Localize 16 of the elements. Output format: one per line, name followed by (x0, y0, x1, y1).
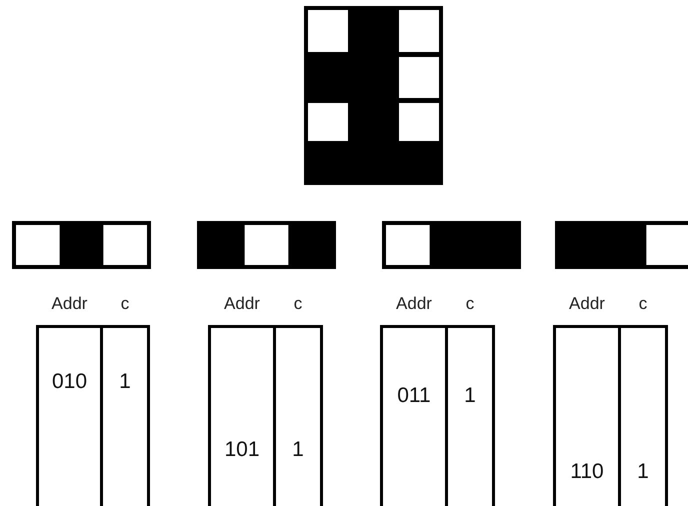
cell-value: 101 (223, 437, 261, 463)
cell-value: 1 (118, 369, 132, 395)
column-header: Addr (568, 293, 606, 315)
cell-value: 010 (50, 369, 88, 395)
column-header: c (120, 293, 130, 315)
column-header: Addr (395, 293, 433, 315)
column-header: Addr (50, 293, 88, 315)
column-header: c (292, 293, 304, 315)
cell-value: 1 (463, 383, 477, 409)
cell-value: 110 (569, 459, 605, 485)
cell-value: 011 (396, 383, 432, 409)
cell-value: 1 (291, 437, 305, 463)
column-header: Addr (223, 293, 261, 315)
column-header: c (638, 293, 648, 315)
cell-value: 1 (636, 459, 650, 485)
column-header: c (464, 293, 476, 315)
